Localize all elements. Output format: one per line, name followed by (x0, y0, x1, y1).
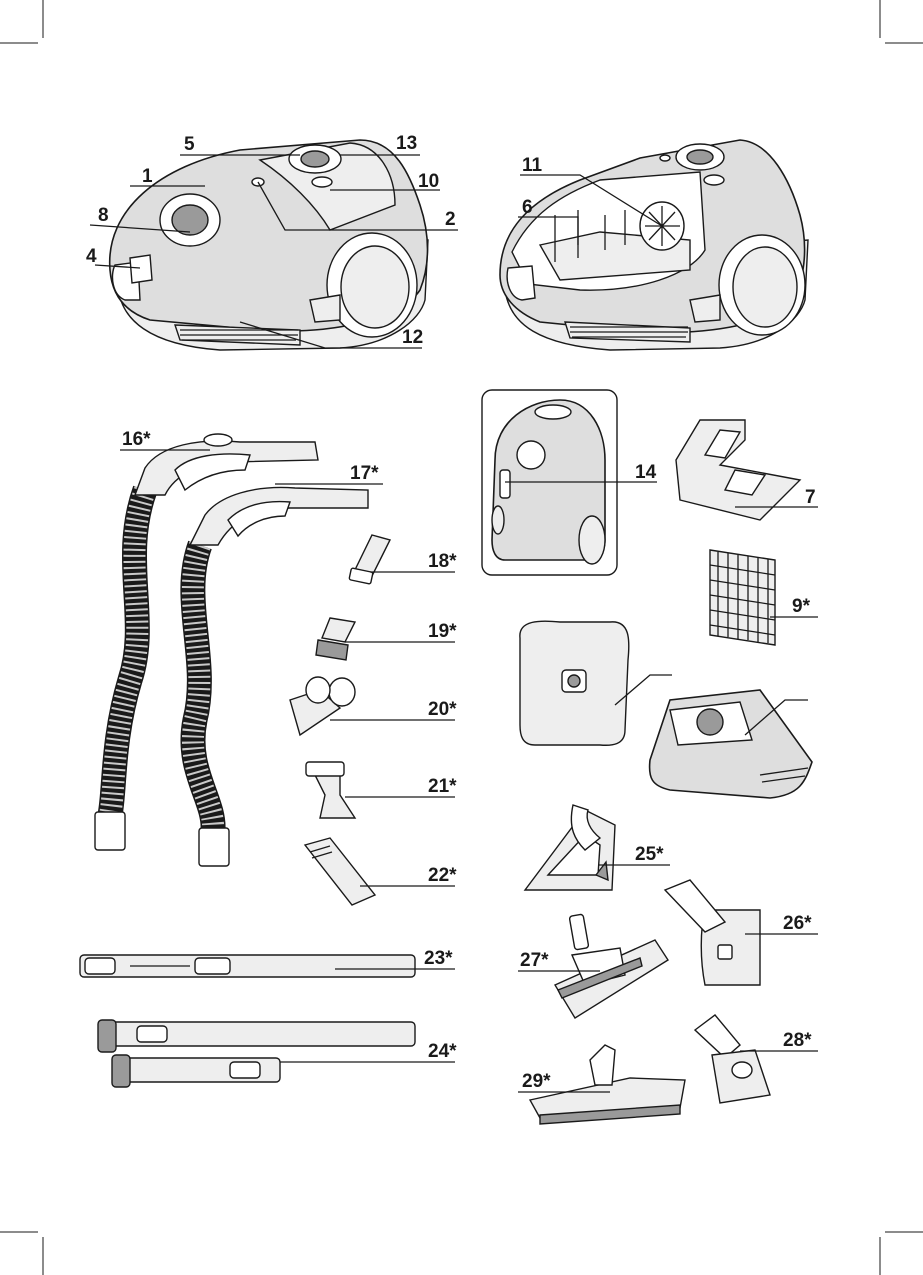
label-5: 5 (184, 134, 195, 155)
parquet-nozzle-illustration (665, 880, 760, 985)
label-7: 7 (805, 487, 816, 508)
label-12: 12 (402, 327, 423, 348)
label-1: 1 (142, 166, 153, 187)
label-10: 10 (418, 171, 439, 192)
vacuum-open-illustration (500, 140, 808, 350)
filter-grid-illustration (710, 550, 775, 645)
label-4: 4 (86, 246, 97, 267)
filter-holder-illustration (676, 420, 800, 520)
label-20: 20* (428, 699, 457, 720)
label-19: 19* (428, 621, 457, 642)
label-24: 24* (428, 1041, 457, 1062)
label-23: 23* (424, 948, 453, 969)
label-26: 26* (783, 913, 812, 934)
tubes-illustration (80, 955, 415, 1087)
label-11: 11 (522, 155, 543, 176)
dust-bags-illustration (520, 621, 812, 798)
callout-22: 22* (360, 865, 457, 886)
label-22: 22* (428, 865, 457, 886)
callout-9: 9* (770, 596, 818, 617)
label-28: 28* (783, 1030, 812, 1051)
callout-21: 21* (345, 776, 457, 797)
label-16: 16* (122, 429, 151, 450)
triangle-nozzle-illustration (525, 805, 615, 890)
label-29: 29* (522, 1071, 551, 1092)
vacuum-closed-illustration (110, 140, 428, 350)
callout-17: 17* (275, 463, 383, 484)
label-14: 14 (635, 462, 657, 483)
label-6: 6 (522, 197, 533, 218)
label-17: 17* (350, 463, 379, 484)
label-18: 18* (428, 551, 457, 572)
callout-28: 28* (740, 1030, 818, 1051)
callout-19: 19* (345, 621, 457, 642)
label-21: 21* (428, 776, 457, 797)
label-13: 13 (396, 133, 417, 154)
label-8: 8 (98, 205, 109, 226)
parquet-brush-illustration (530, 1045, 685, 1124)
label-27: 27* (520, 950, 549, 971)
label-25: 25* (635, 844, 664, 865)
label-9: 9* (792, 596, 811, 617)
turbo-brush-illustration (695, 1015, 770, 1103)
label-2: 2 (445, 209, 456, 230)
floor-nozzle-illustration (555, 914, 668, 1018)
